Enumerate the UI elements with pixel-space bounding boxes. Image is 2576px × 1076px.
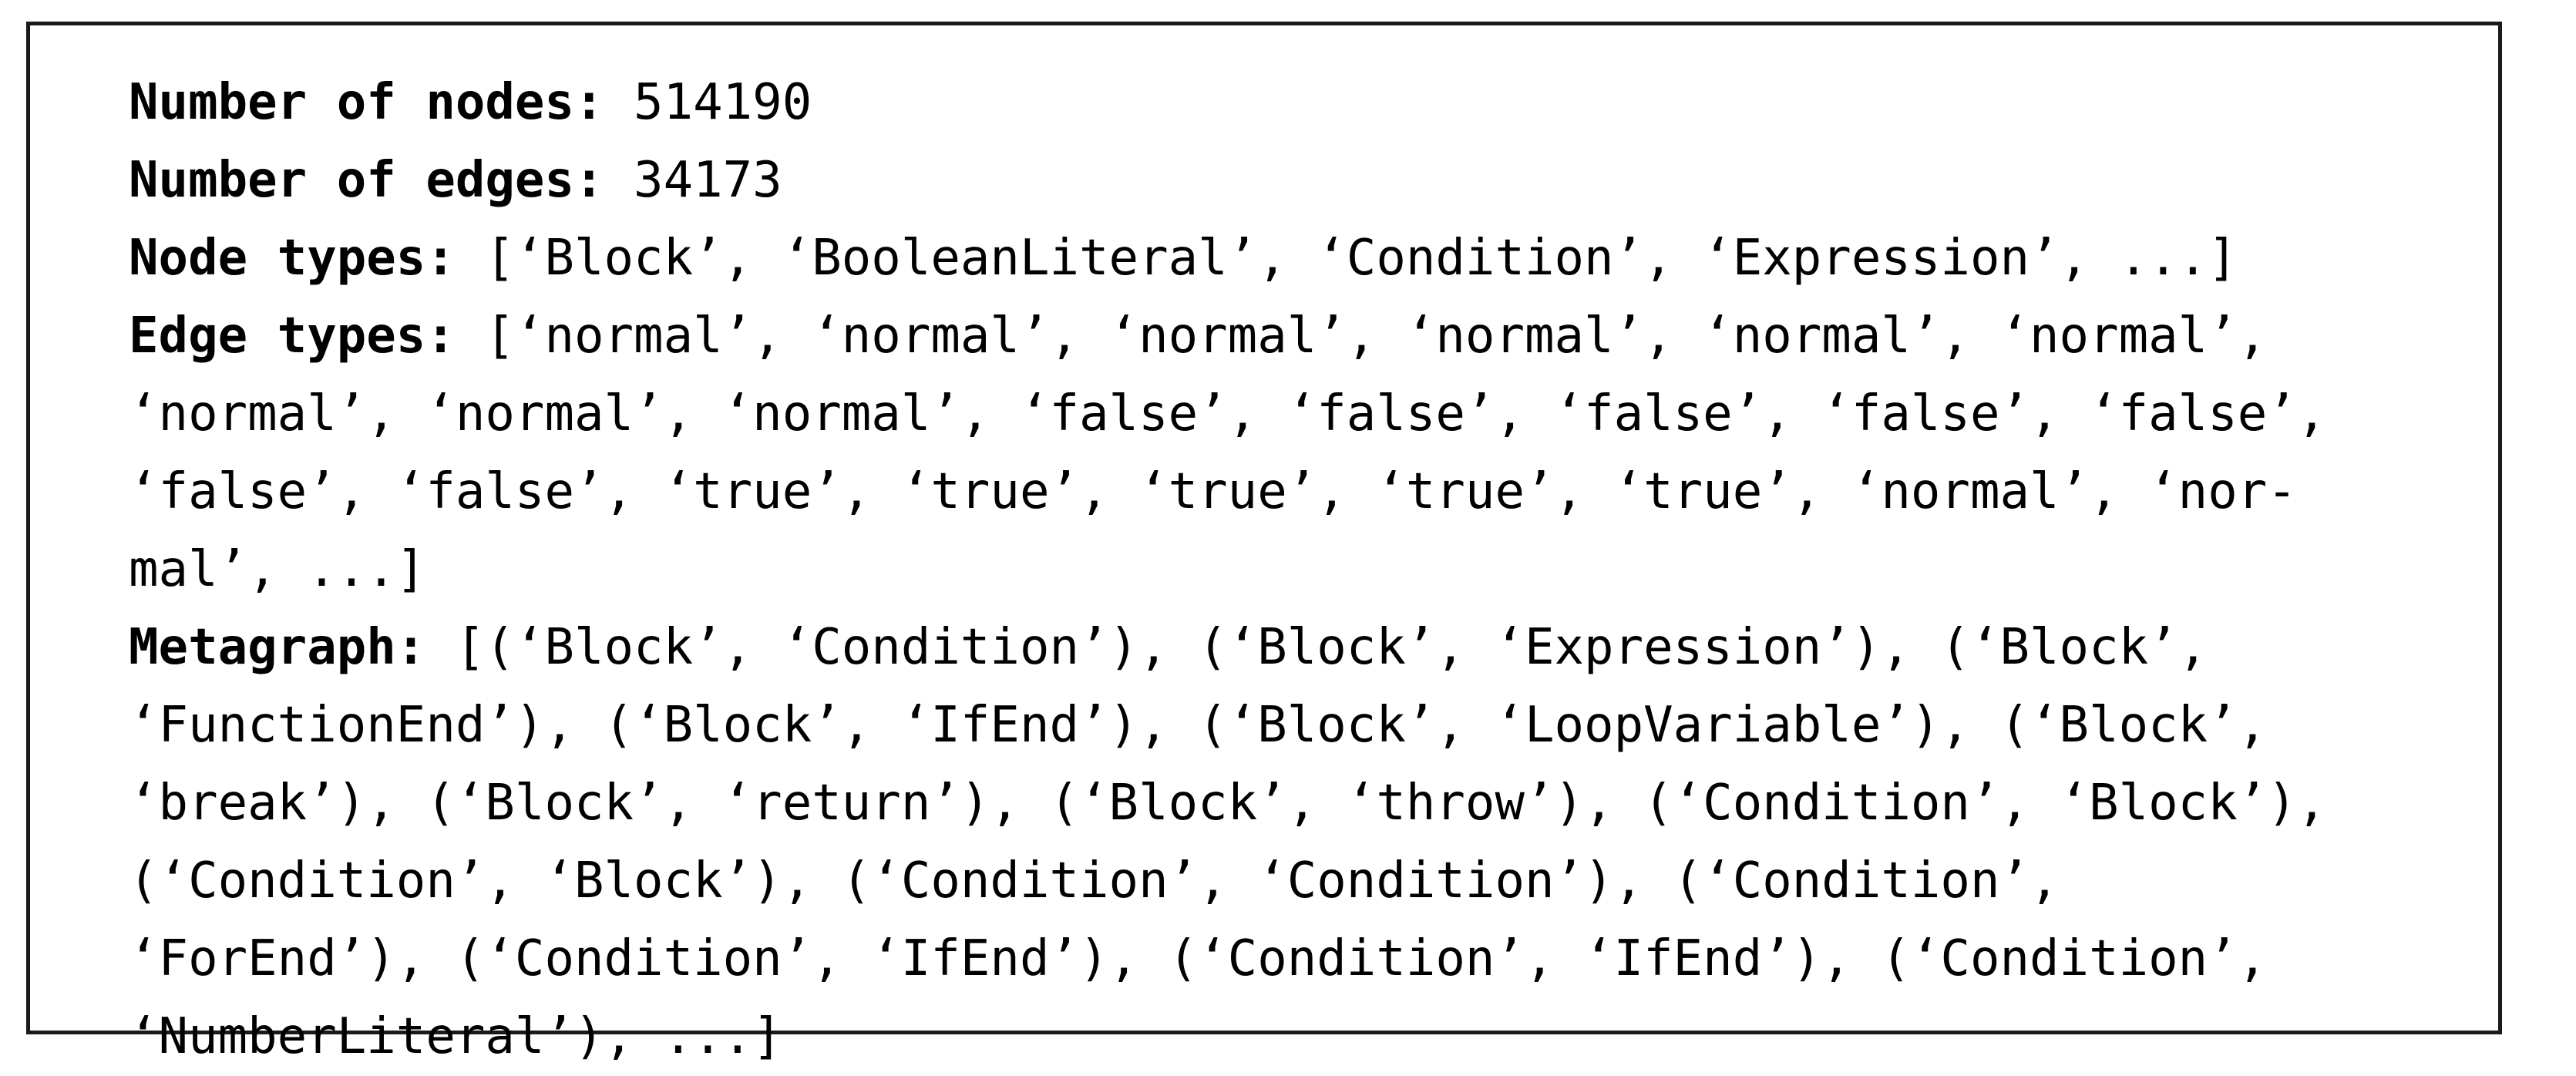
nodes-count-value: 514190 <box>634 74 812 131</box>
edge-types-line-4: mal’, ...] <box>129 541 426 598</box>
node-types-value: [‘Block’, ‘BooleanLiteral’, ‘Condition’,… <box>485 230 2238 287</box>
graph-summary-text: Number of nodes: 514190 Number of edges:… <box>129 64 2498 1076</box>
metagraph-line-1: Metagraph: [(‘Block’, ‘Condition’), (‘Bl… <box>129 609 2498 687</box>
edge-types-label: Edge types: <box>129 308 456 365</box>
edge-types-value-1: [‘normal’, ‘normal’, ‘normal’, ‘normal’,… <box>485 308 2268 365</box>
metagraph-label: Metagraph: <box>129 619 426 676</box>
edge-types-line-3: ‘false’, ‘false’, ‘true’, ‘true’, ‘true’… <box>129 463 2297 520</box>
graph-summary-box: Number of nodes: 514190 Number of edges:… <box>26 22 2502 1065</box>
edge-types-line-1: Edge types: [‘normal’, ‘normal’, ‘normal… <box>129 298 2498 375</box>
metagraph-line-2: ‘FunctionEnd’), (‘Block’, ‘IfEnd’), (‘Bl… <box>129 697 2268 754</box>
metagraph-line-5: ‘ForEnd’), (‘Condition’, ‘IfEnd’), (‘Con… <box>129 930 2268 987</box>
nodes-count-line: Number of nodes: 514190 <box>129 64 2498 142</box>
edges-count-value: 34173 <box>634 152 782 209</box>
metagraph-line-4: (‘Condition’, ‘Block’), (‘Condition’, ‘C… <box>129 852 2060 910</box>
edge-types-line-2: ‘normal’, ‘normal’, ‘normal’, ‘false’, ‘… <box>129 385 2327 442</box>
edges-count-label: Number of edges: <box>129 152 604 209</box>
metagraph-line-6: ‘NumberLiteral’), ...] <box>129 1008 782 1065</box>
nodes-count-label: Number of nodes: <box>129 74 604 131</box>
node-types-line: Node types: [‘Block’, ‘BooleanLiteral’, … <box>129 220 2498 298</box>
metagraph-value-1: [(‘Block’, ‘Condition’), (‘Block’, ‘Expr… <box>455 619 2208 676</box>
edges-count-line: Number of edges: 34173 <box>129 142 2498 220</box>
metagraph-line-3: ‘break’), (‘Block’, ‘return’), (‘Block’,… <box>129 775 2327 832</box>
node-types-label: Node types: <box>129 230 456 287</box>
